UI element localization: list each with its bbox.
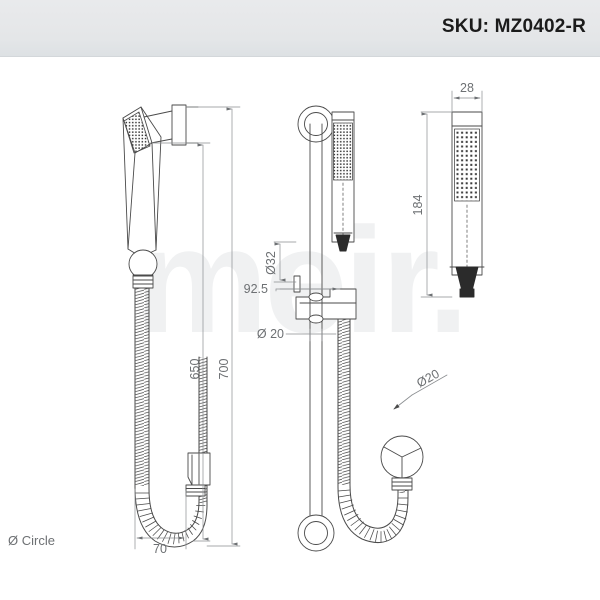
rail-coiled-hose bbox=[337, 318, 409, 544]
handset-detail-body bbox=[449, 111, 485, 298]
rail-outlet-elbow bbox=[380, 435, 424, 491]
view-front-elevation-handshower: 700 650 70 bbox=[122, 104, 241, 556]
handshower-swivel-joint bbox=[128, 249, 158, 279]
dimension-outlet-diameter bbox=[393, 374, 448, 410]
symbol-legend: Ø Circle bbox=[8, 533, 55, 548]
dimension-70 bbox=[134, 488, 187, 550]
dimension-650-label: 650 bbox=[188, 359, 202, 380]
wall-flange-bottom bbox=[297, 514, 335, 552]
dimension-flange-diameter bbox=[273, 241, 297, 283]
dimension-rail-diameter bbox=[285, 328, 337, 342]
rail-handset bbox=[331, 111, 355, 252]
slide-rail-tube bbox=[309, 123, 323, 534]
sku-label: SKU: MZ0402-R bbox=[441, 16, 586, 37]
view-side-elevation-rail: Ø32 92.5 Ø 20 bbox=[244, 105, 448, 552]
dimension-handset-width bbox=[451, 90, 483, 113]
wall-flange-top bbox=[297, 105, 335, 143]
hose-collar-top bbox=[132, 275, 154, 289]
dimension-outlet-diameter-label: Ø20 bbox=[414, 367, 441, 391]
dimension-handset-height bbox=[420, 111, 453, 298]
coiled-hose bbox=[134, 287, 208, 548]
view-handset-detail: 28 184 bbox=[411, 81, 485, 298]
handshower-spray-face bbox=[123, 111, 151, 154]
dimension-bracket-offset bbox=[275, 287, 341, 292]
dimension-700 bbox=[185, 106, 241, 547]
dimension-rail-diameter-label: Ø 20 bbox=[257, 327, 284, 341]
dimension-flange-diameter-label: Ø32 bbox=[264, 251, 278, 275]
wall-bracket bbox=[143, 104, 199, 146]
dimension-650 bbox=[151, 142, 211, 542]
dimension-bracket-offset-label: 92.5 bbox=[244, 282, 268, 296]
drawing-canvas: 700 650 70 bbox=[122, 81, 485, 556]
header-bar: SKU: MZ0402-R bbox=[0, 0, 600, 57]
dimension-70-label: 70 bbox=[153, 542, 167, 556]
dimension-handset-width-label: 28 bbox=[460, 81, 474, 95]
sliding-bracket bbox=[293, 275, 357, 324]
dimension-handset-height-label: 184 bbox=[411, 195, 425, 216]
dimension-700-label: 700 bbox=[217, 359, 231, 380]
